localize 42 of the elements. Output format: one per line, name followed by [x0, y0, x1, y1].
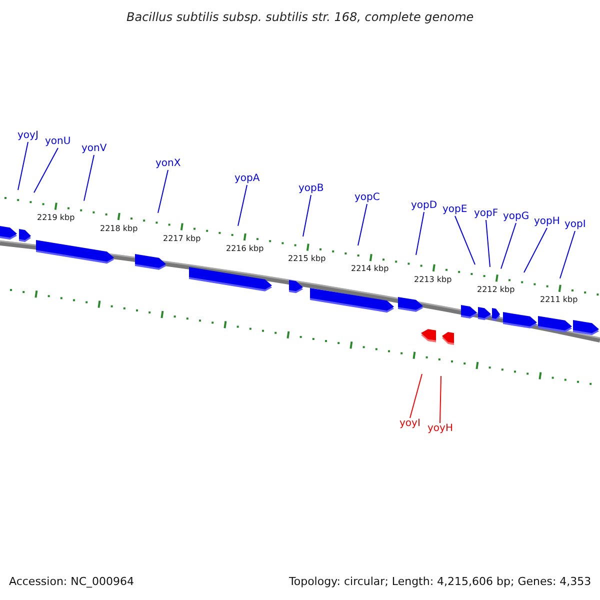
leader-line	[524, 228, 548, 274]
scale-label: 2215 kbp	[288, 255, 326, 264]
leader-line	[500, 222, 516, 270]
scale-label: 2216 kbp	[226, 245, 264, 254]
gene-label: yoyI	[400, 419, 420, 429]
scale-label: 2217 kbp	[163, 234, 201, 243]
leader-line	[440, 376, 442, 424]
scale-label: 2214 kbp	[351, 265, 389, 274]
scale-label: 2219 kbp	[37, 214, 75, 222]
leader-line	[416, 212, 424, 256]
leader-line	[410, 374, 422, 418]
leader-line	[560, 230, 576, 279]
gene-label: yopF	[474, 209, 498, 219]
scale-label: 2212 kbp	[477, 286, 515, 294]
leader-line	[454, 216, 476, 266]
leader-line	[302, 194, 312, 237]
gene-label: yonV	[82, 144, 107, 154]
leader-line	[486, 220, 490, 268]
scale-label: 2213 kbp	[414, 276, 452, 284]
gene-label: yoyJ	[18, 131, 38, 141]
scale-label: 2211 kbp	[540, 296, 578, 304]
gene-label: yopE	[442, 205, 468, 215]
leader-line	[358, 204, 368, 246]
leader-line	[18, 142, 28, 191]
footer-text: Accession: NC_000964	[9, 576, 134, 587]
gene-label: yopI	[564, 220, 586, 230]
leader-line	[238, 184, 248, 226]
leader-line	[158, 170, 168, 214]
leader-line	[84, 154, 94, 202]
gene-label: yoyH	[428, 424, 453, 434]
gene-label: yonX	[156, 159, 181, 169]
leader-line	[34, 148, 58, 194]
title: Bacillus subtilis subsp. subtilis str. 168, complete genome	[126, 11, 474, 23]
gene-label: yopG	[503, 212, 530, 222]
footer-text: Topology: circular; Length: 4,215,606 bp; Genes: 4,353	[289, 576, 592, 587]
scale-label: 2218 kbp	[100, 224, 138, 232]
gene-label: yopH	[534, 217, 560, 227]
gene-label: yopA	[234, 174, 260, 184]
gene-label: yopC	[354, 193, 380, 203]
gene-label: yopD	[411, 201, 438, 211]
gene-label: yonU	[45, 137, 71, 147]
gene-label: yopB	[298, 184, 324, 194]
